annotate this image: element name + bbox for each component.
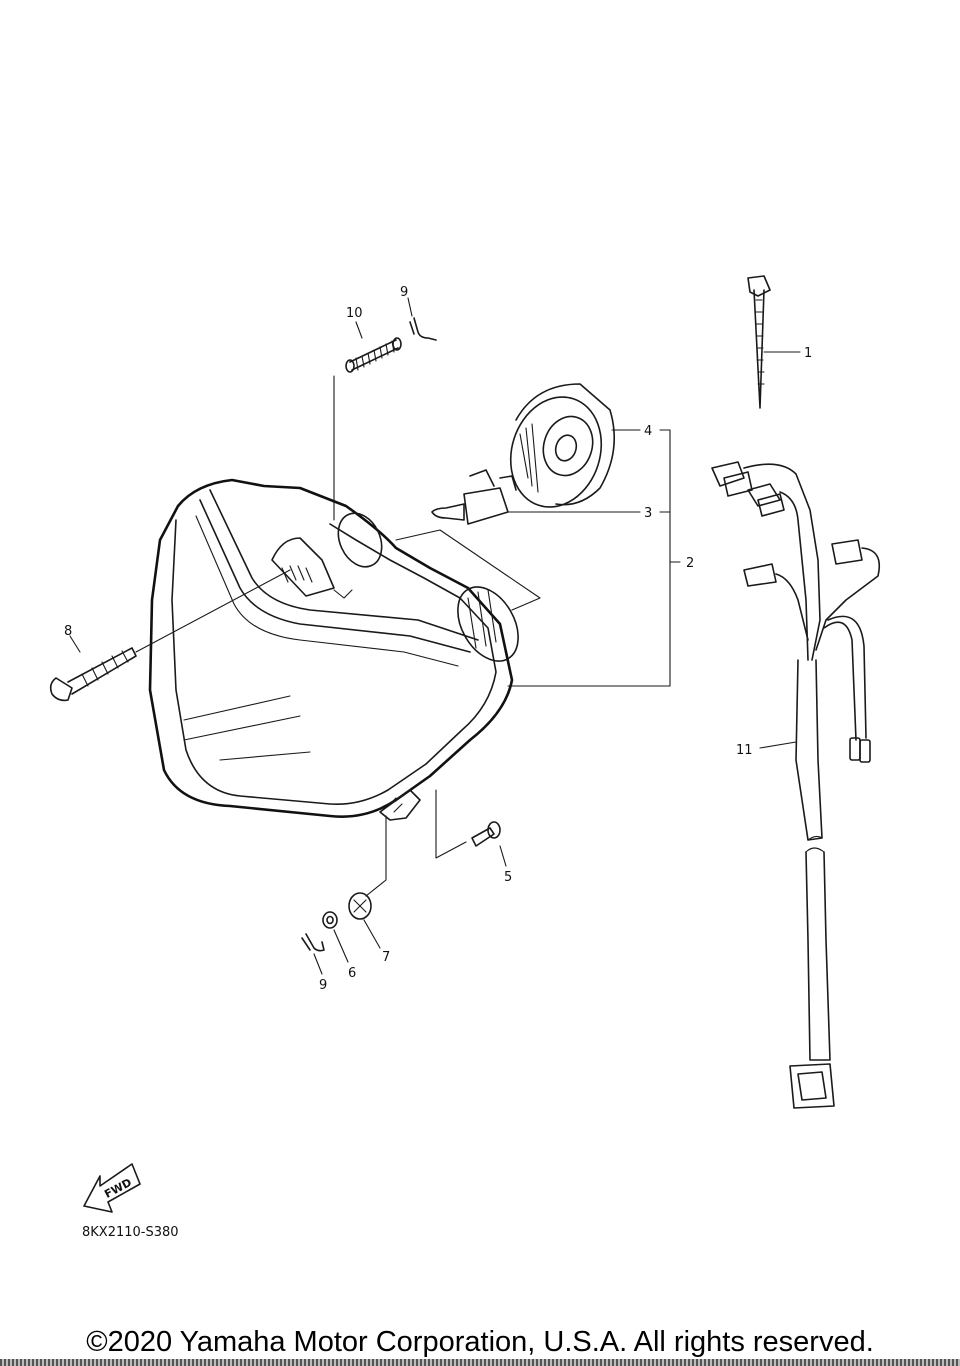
reflector-cup-part xyxy=(509,383,671,508)
callout-10: 10 xyxy=(346,306,363,321)
callout-9-lower: 9 xyxy=(319,978,327,993)
clip-part-lower xyxy=(301,933,325,975)
callout-5: 5 xyxy=(504,870,512,885)
copyright-notice: ©2020 Yamaha Motor Corporation, U.S.A. A… xyxy=(86,1326,874,1358)
callout-3: 3 xyxy=(644,506,652,521)
callout-2: 2 xyxy=(686,556,694,571)
cable-tie-part xyxy=(747,275,801,409)
footer-divider xyxy=(0,1359,960,1366)
callout-8: 8 xyxy=(64,624,72,639)
headlight-housing-part xyxy=(148,478,541,821)
clip-part-upper xyxy=(407,297,437,341)
wire-harness-part xyxy=(711,461,881,1109)
spring-part xyxy=(333,321,402,521)
callout-6: 6 xyxy=(348,966,356,981)
washer-part xyxy=(322,911,349,963)
callout-1: 1 xyxy=(804,346,812,361)
callout-7: 7 xyxy=(382,950,390,965)
callout-9-upper: 9 xyxy=(400,285,408,300)
long-bolt-part xyxy=(49,569,291,702)
bulb-part xyxy=(431,469,671,525)
pin-part xyxy=(435,789,507,867)
grommet-part xyxy=(348,815,387,949)
callout-4: 4 xyxy=(644,424,652,439)
callout-11: 11 xyxy=(736,743,753,758)
drawing-code: 8KX2110-S380 xyxy=(82,1225,179,1240)
forward-arrow-icon: FWD xyxy=(83,1163,141,1213)
assembly-bracket xyxy=(507,429,681,687)
